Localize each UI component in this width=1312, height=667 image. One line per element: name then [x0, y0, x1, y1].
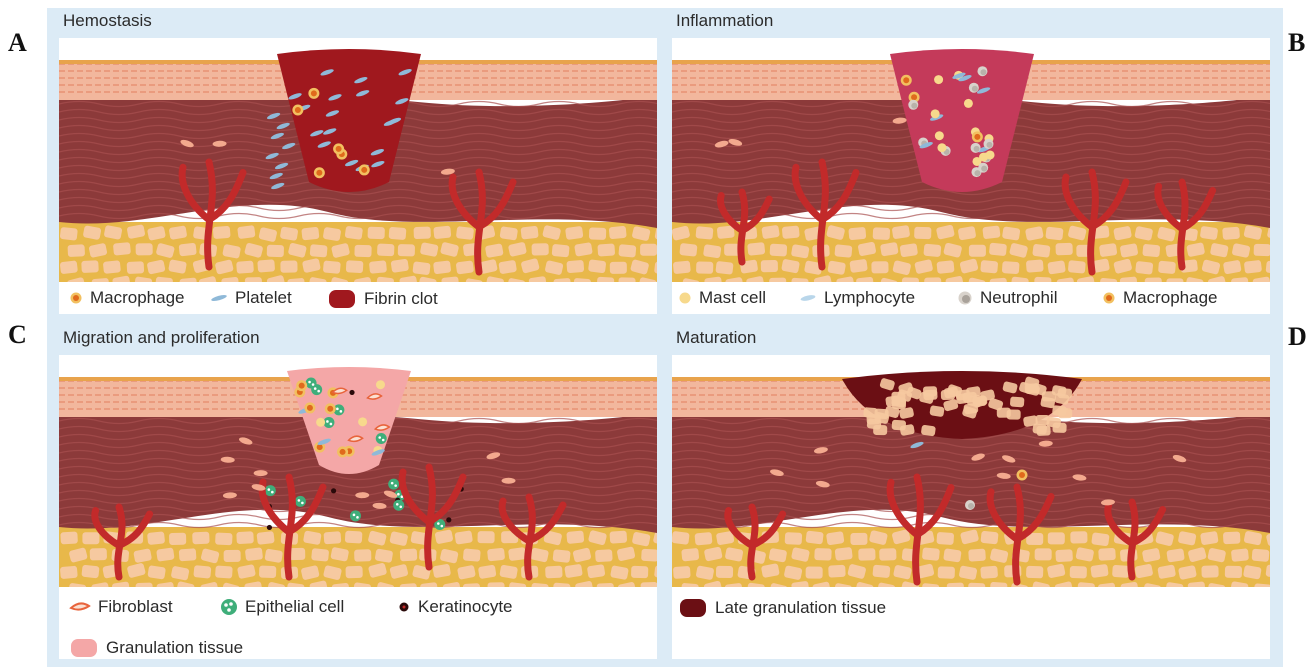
legend-item-keratinocyte: Keratinocyte	[397, 597, 513, 617]
hemostasis-illustration	[59, 38, 657, 282]
mast-cell-icon	[678, 291, 692, 305]
panel-title: Maturation	[676, 328, 756, 348]
panel-letter-b: B	[1288, 28, 1305, 58]
macrophage-icon	[1102, 291, 1116, 305]
legend-item-granulation-tissue: Granulation tissue	[69, 637, 243, 659]
panel-letter-a: A	[8, 28, 27, 58]
legend-item-fibrin-clot: Fibrin clot	[327, 288, 438, 310]
inflammation-illustration	[672, 38, 1270, 282]
neutrophil-icon	[957, 290, 973, 306]
platelet-icon	[210, 292, 228, 304]
legend-item-neutrophil: Neutrophil	[957, 288, 1058, 308]
panel-title: Hemostasis	[63, 11, 152, 31]
legend-item-late-granulation-tissue: Late granulation tissue	[678, 597, 886, 619]
late-granulation-tissue	[842, 371, 1082, 439]
panel-inflammation: Inflammation Mast cell Lymphocyte Neutro…	[664, 8, 1278, 320]
panel-migration-proliferation: Migration and proliferation Fibroblast E…	[51, 325, 665, 663]
lymphocyte-icon	[799, 292, 817, 304]
legend-item-macrophage: Macrophage	[69, 288, 185, 308]
panel-hemostasis: Hemostasis Macrophage Platelet Fibrin cl…	[51, 8, 665, 320]
epithelial-cell-icon	[220, 598, 238, 616]
legend-item-platelet: Platelet	[210, 288, 292, 308]
panel-letter-c: C	[8, 320, 27, 350]
panel-title: Inflammation	[676, 11, 773, 31]
maturation-illustration	[672, 355, 1270, 587]
late-granulation-tissue-icon	[678, 597, 708, 619]
legend-item-fibroblast: Fibroblast	[69, 597, 173, 617]
legend-item-macrophage: Macrophage	[1102, 288, 1218, 308]
panel-maturation: Maturation Late granulation tissue	[664, 325, 1278, 663]
panel-title: Migration and proliferation	[63, 328, 260, 348]
keratinocyte-icon	[397, 600, 411, 614]
fibroblast-icon	[69, 600, 91, 614]
panel-letter-d: D	[1288, 322, 1307, 352]
migration-proliferation-illustration	[59, 355, 657, 587]
fibrin-clot-icon	[327, 288, 357, 310]
granulation-tissue-icon	[69, 637, 99, 659]
legend-item-lymphocyte: Lymphocyte	[799, 288, 915, 308]
legend-item-mast-cell: Mast cell	[678, 288, 766, 308]
macrophage-icon	[69, 291, 83, 305]
legend-item-epithelial-cell: Epithelial cell	[220, 597, 344, 617]
